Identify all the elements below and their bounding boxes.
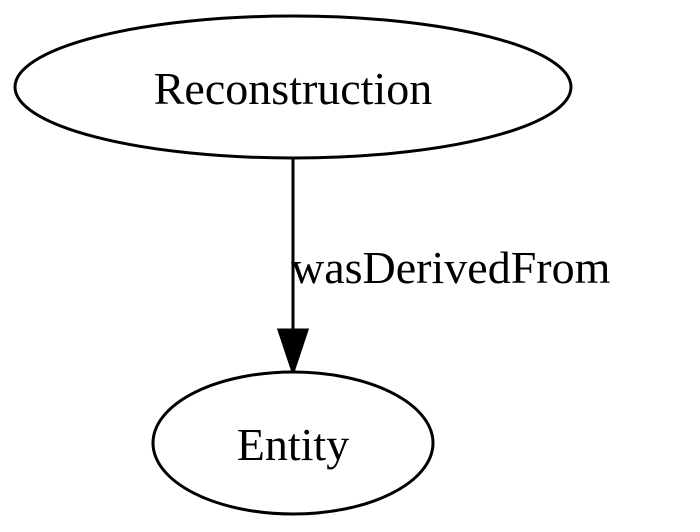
node-reconstruction: Reconstruction [13,14,573,160]
edge-was-derived-from-arrowhead [276,328,310,377]
node-entity: Entity [151,370,435,516]
edge-was-derived-from: wasDerivedFrom [276,158,611,377]
node-entity-label: Entity [237,419,349,470]
node-entity-ellipse [151,370,435,516]
edge-was-derived-from-label: wasDerivedFrom [291,242,611,293]
node-reconstruction-label: Reconstruction [154,63,433,114]
